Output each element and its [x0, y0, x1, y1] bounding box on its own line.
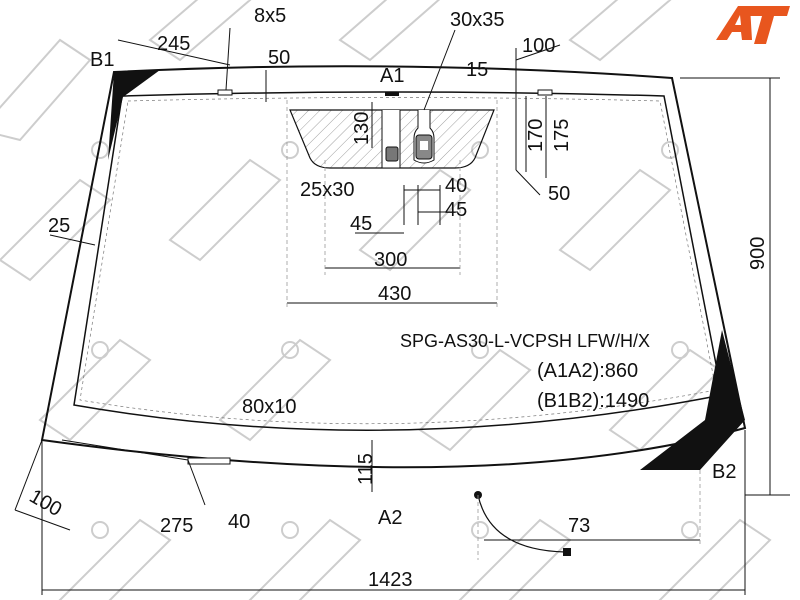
dim-30x35: 30x35	[450, 9, 505, 31]
mount-button-small	[385, 146, 399, 162]
dim-275: 275	[160, 515, 193, 537]
dim-100-top: 100	[522, 35, 555, 57]
connector-plug	[563, 548, 571, 556]
label-b2: B2	[712, 461, 736, 483]
dim-15: 15	[466, 59, 488, 81]
measure-b1b2: (B1B2):1490	[537, 390, 649, 412]
dim-45-right: 45	[445, 199, 467, 221]
part-code: SPG-AS30-L-VCPSH LFW/H/X	[400, 331, 650, 351]
mark-80x10	[187, 457, 231, 465]
dim-45-left: 45	[350, 213, 372, 235]
dim-25x30: 25x30	[300, 179, 355, 201]
dim-1423: 1423	[368, 569, 413, 591]
mark-8x5	[217, 89, 233, 96]
extension-lines	[286, 100, 701, 560]
dim-115: 115	[355, 453, 377, 485]
dim-900: 900	[747, 237, 769, 270]
dim-175: 175	[551, 119, 573, 152]
dim-40-mid: 40	[445, 175, 467, 197]
label-a1: A1	[380, 65, 404, 87]
black-print-bottom-right	[640, 330, 745, 470]
dim-40-bottom: 40	[228, 511, 250, 533]
dim-50-right: 50	[548, 183, 570, 205]
dim-80x10: 80x10	[242, 396, 297, 418]
dim-300: 300	[374, 249, 407, 271]
a1-marker	[385, 92, 399, 96]
mark-top-right	[537, 89, 553, 96]
label-a2: A2	[378, 507, 402, 529]
dim-50-top: 50	[268, 47, 290, 69]
dim-25: 25	[48, 215, 70, 237]
dim-430: 430	[378, 283, 411, 305]
dim-130: 130	[351, 112, 373, 145]
at-logo	[716, 6, 790, 44]
black-print-top-left	[108, 70, 160, 160]
dim-8x5: 8x5	[254, 5, 286, 27]
connector-wire	[477, 494, 566, 553]
dim-170: 170	[525, 119, 547, 152]
label-b1: B1	[90, 49, 114, 71]
measure-a1a2: (A1A2):860	[537, 360, 638, 382]
sat-watermark	[0, 0, 772, 600]
dimension-lines	[14, 27, 790, 595]
dim-73: 73	[568, 515, 590, 537]
dim-245: 245	[157, 33, 190, 55]
